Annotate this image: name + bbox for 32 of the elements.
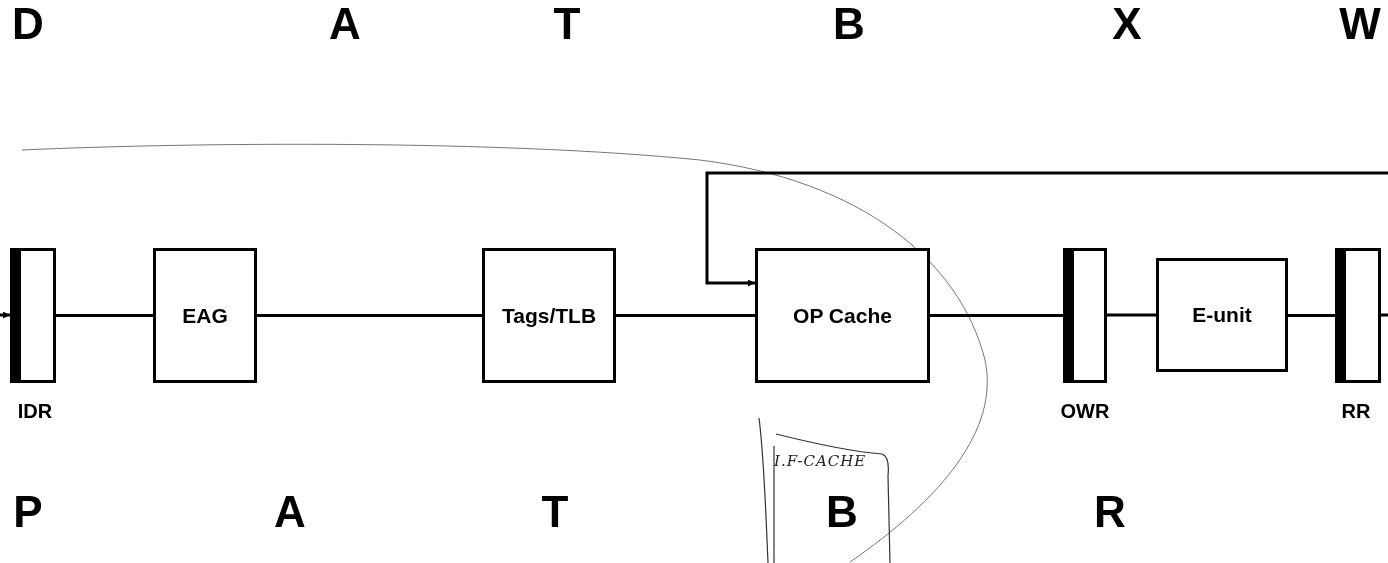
stage-letter: T (541, 490, 569, 534)
box-label: OP Cache (793, 303, 892, 328)
box-label: EAG (182, 303, 228, 328)
register-label: OWR (1060, 400, 1110, 423)
stage-letter: T (553, 2, 581, 46)
connector-line (56, 314, 153, 317)
box-label: E-unit (1192, 303, 1252, 327)
arrow (705, 171, 1388, 287)
stage-letter: D (12, 2, 44, 46)
connector-line (1107, 313, 1156, 317)
process-box (1156, 258, 1288, 372)
stage-letter: A (274, 490, 306, 534)
stage-letter: B (833, 2, 865, 46)
register-label: RR (1341, 400, 1371, 423)
stage-letter: R (1094, 490, 1126, 534)
connector-line (1381, 313, 1388, 317)
box-label: Tags/TLB (501, 303, 597, 328)
process-box (153, 248, 257, 383)
stage-letter: A (329, 2, 361, 46)
connector-line (1288, 314, 1335, 317)
register-label: IDR (17, 400, 53, 423)
arrow (0, 311, 10, 319)
stage-letter: B (826, 490, 858, 534)
connector-line (616, 314, 755, 317)
process-box (755, 248, 930, 383)
connector-line (930, 314, 1063, 317)
handwritten-note: I.F-CACHE (774, 452, 867, 470)
process-box (482, 248, 616, 383)
stage-letter: W (1339, 2, 1381, 46)
connector-line (257, 314, 482, 317)
stage-letter: X (1112, 2, 1142, 46)
stage-letter: P (13, 490, 43, 534)
